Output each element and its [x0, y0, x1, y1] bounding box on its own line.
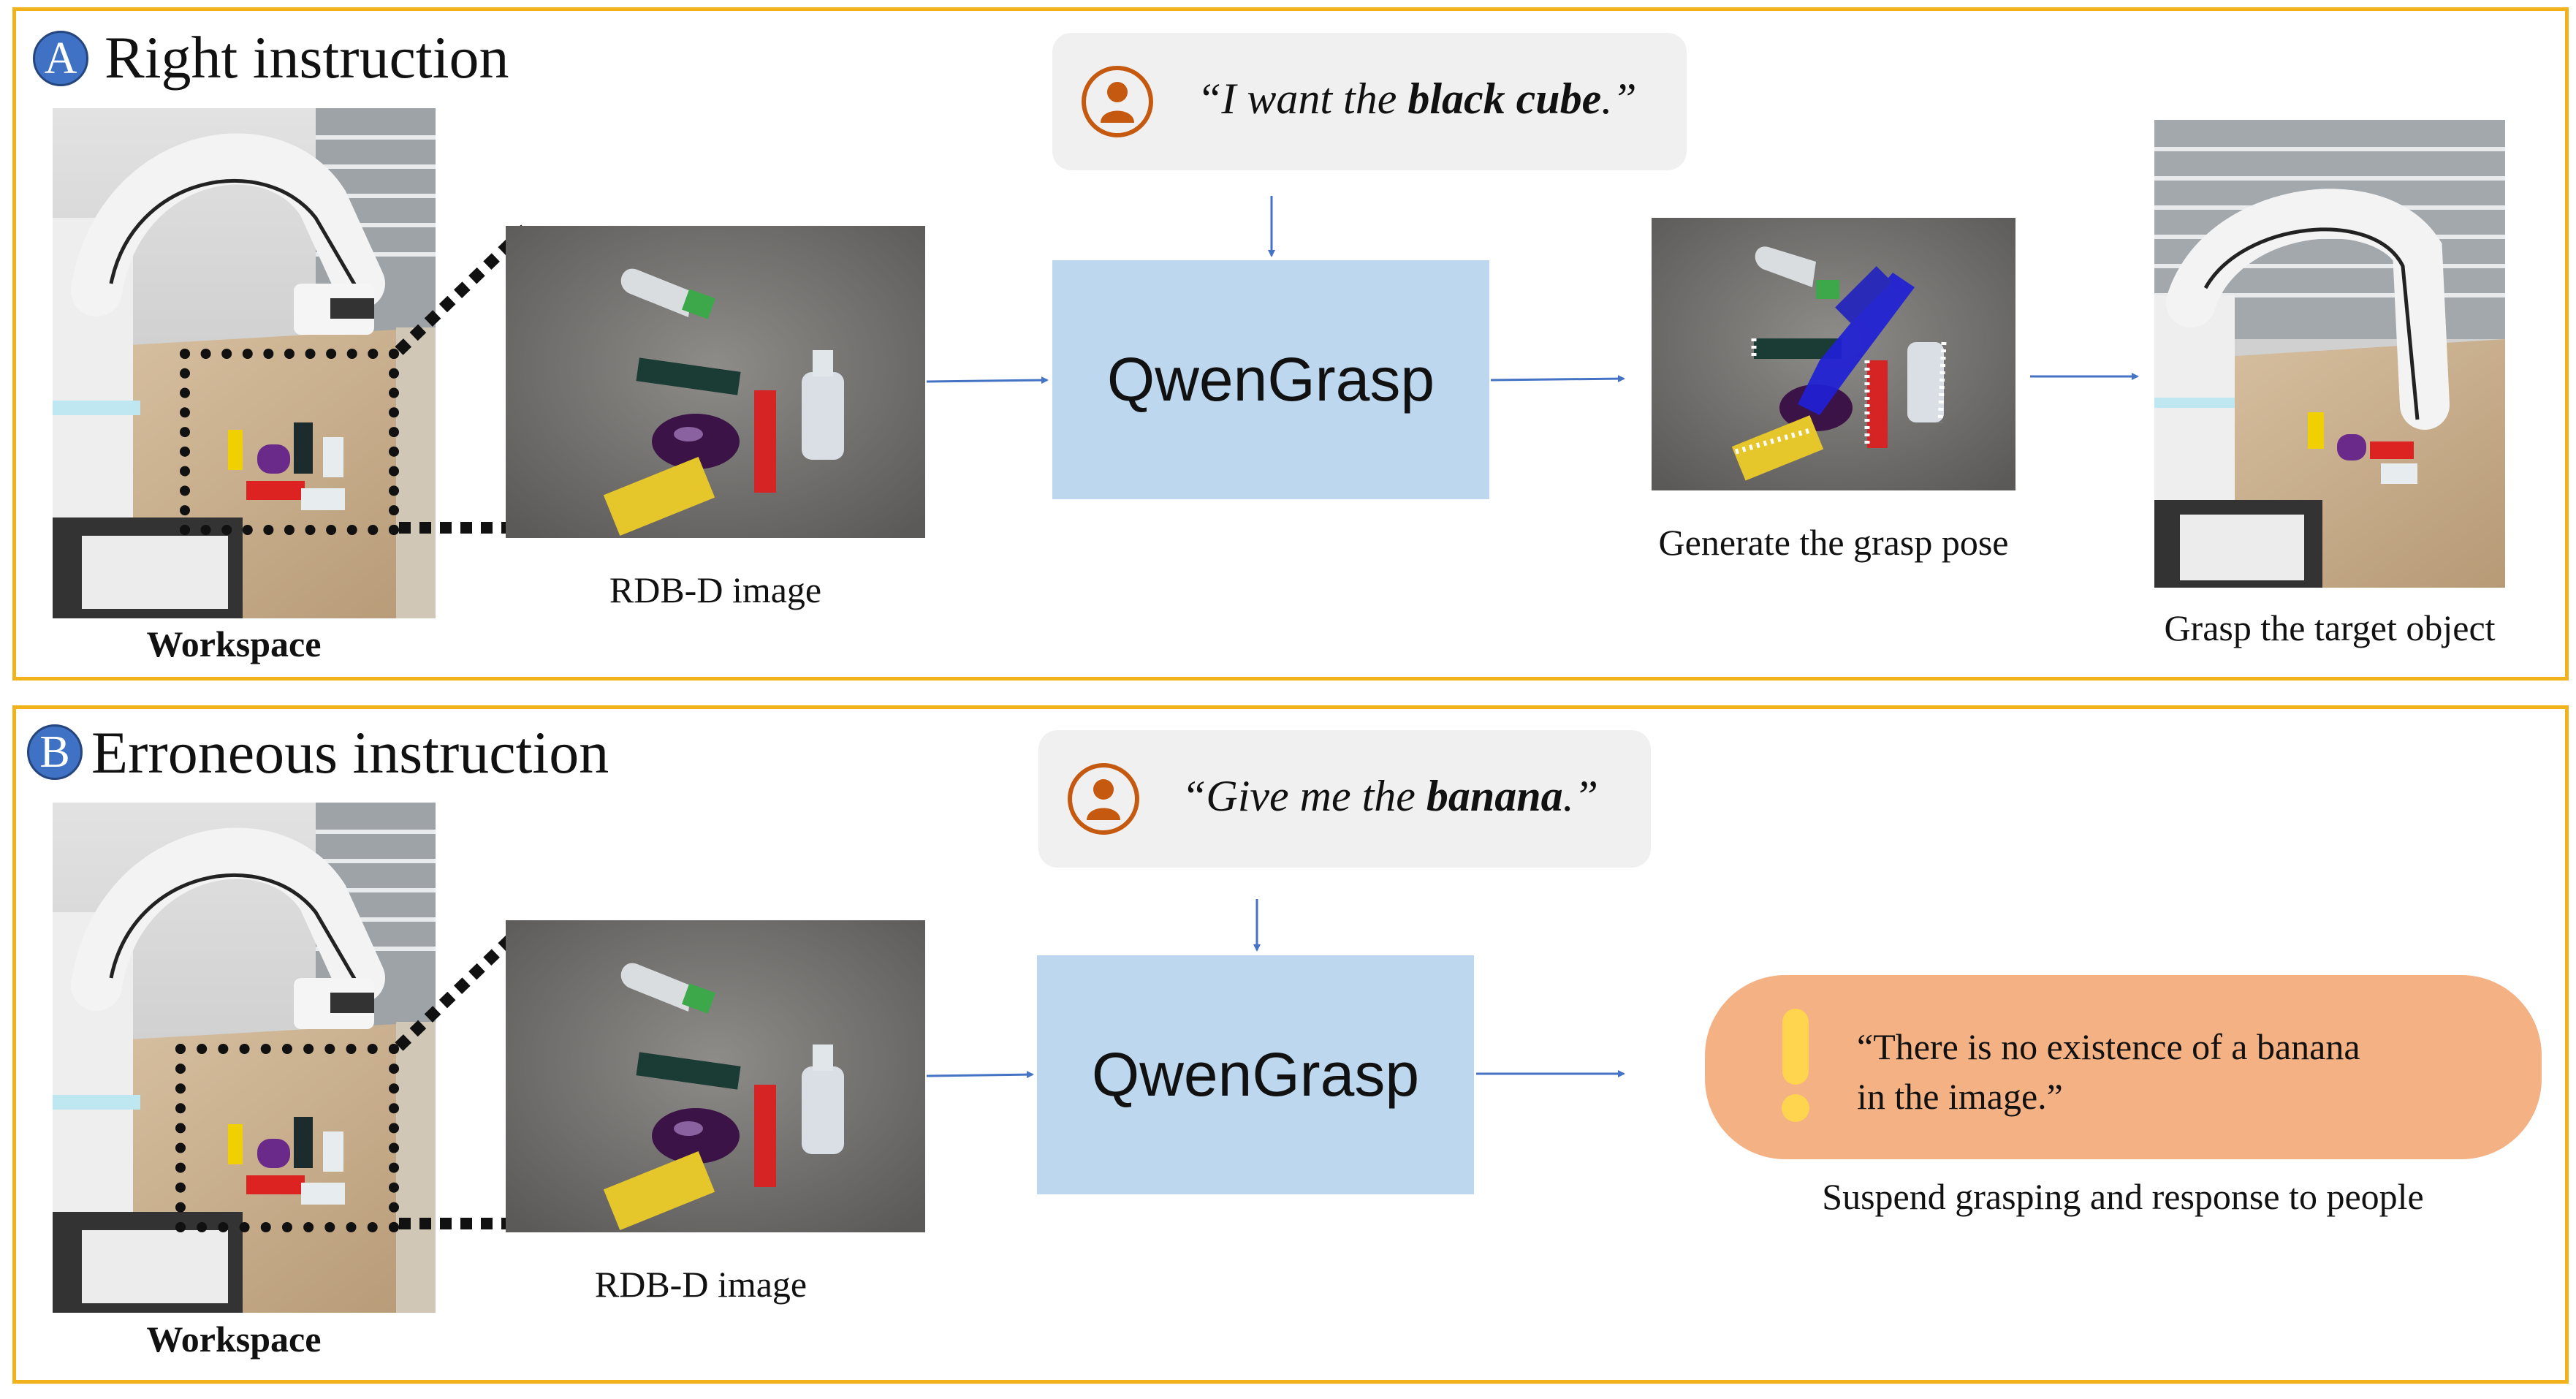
instruction-text-b: “Give me the banana.” — [1182, 772, 1599, 820]
workspace-label-b: Workspace — [146, 1319, 322, 1360]
qwengrasp-model-box-a: QwenGrasp — [1052, 260, 1489, 499]
rgbd-photo-a — [506, 226, 925, 538]
panel-title-b: Erroneous instruction — [91, 719, 609, 786]
zoom-box-a — [180, 349, 399, 535]
grasp-pose-photo — [1652, 218, 2015, 490]
user-icon — [1068, 763, 1139, 835]
arrow-right-icon — [1490, 375, 1625, 383]
rgbd-photo-b — [506, 920, 925, 1232]
arrow-right-icon — [926, 376, 1049, 384]
panel-erroneous-instruction — [12, 705, 2569, 1384]
user-icon — [1082, 66, 1153, 137]
response-text-line2: in the image.” — [1857, 1076, 2063, 1117]
exclamation-icon — [1782, 1009, 1809, 1122]
instruction-bubble-b: “Give me the banana.” — [1038, 730, 1651, 868]
panel-title-a: Right instruction — [105, 24, 509, 91]
grasp-result-photo — [2154, 120, 2505, 588]
arrow-right-icon — [926, 1071, 1034, 1079]
qwengrasp-model-box-b: QwenGrasp — [1037, 955, 1474, 1194]
instruction-text-a: “I want the black cube.” — [1197, 75, 1637, 123]
panel-badge-a: A — [33, 31, 88, 86]
rgbd-label-a: RDB-D image — [609, 569, 822, 610]
rgbd-label-b: RDB-D image — [594, 1264, 808, 1305]
workspace-label-a: Workspace — [146, 623, 322, 664]
instruction-bubble-a: “I want the black cube.” — [1052, 33, 1687, 170]
grasp-result-label: Grasp the target object — [2164, 607, 2496, 648]
zoom-box-b — [175, 1044, 399, 1232]
panel-right-instruction — [12, 7, 2569, 680]
grasp-pose-label: Generate the grasp pose — [1658, 522, 2009, 563]
panel-badge-b: B — [27, 724, 83, 780]
response-label: Suspend grasping and response to people — [1822, 1176, 2424, 1217]
response-bubble: “There is no existence of a banana in th… — [1705, 975, 2542, 1159]
response-text-line1: “There is no existence of a banana — [1857, 1026, 2360, 1067]
